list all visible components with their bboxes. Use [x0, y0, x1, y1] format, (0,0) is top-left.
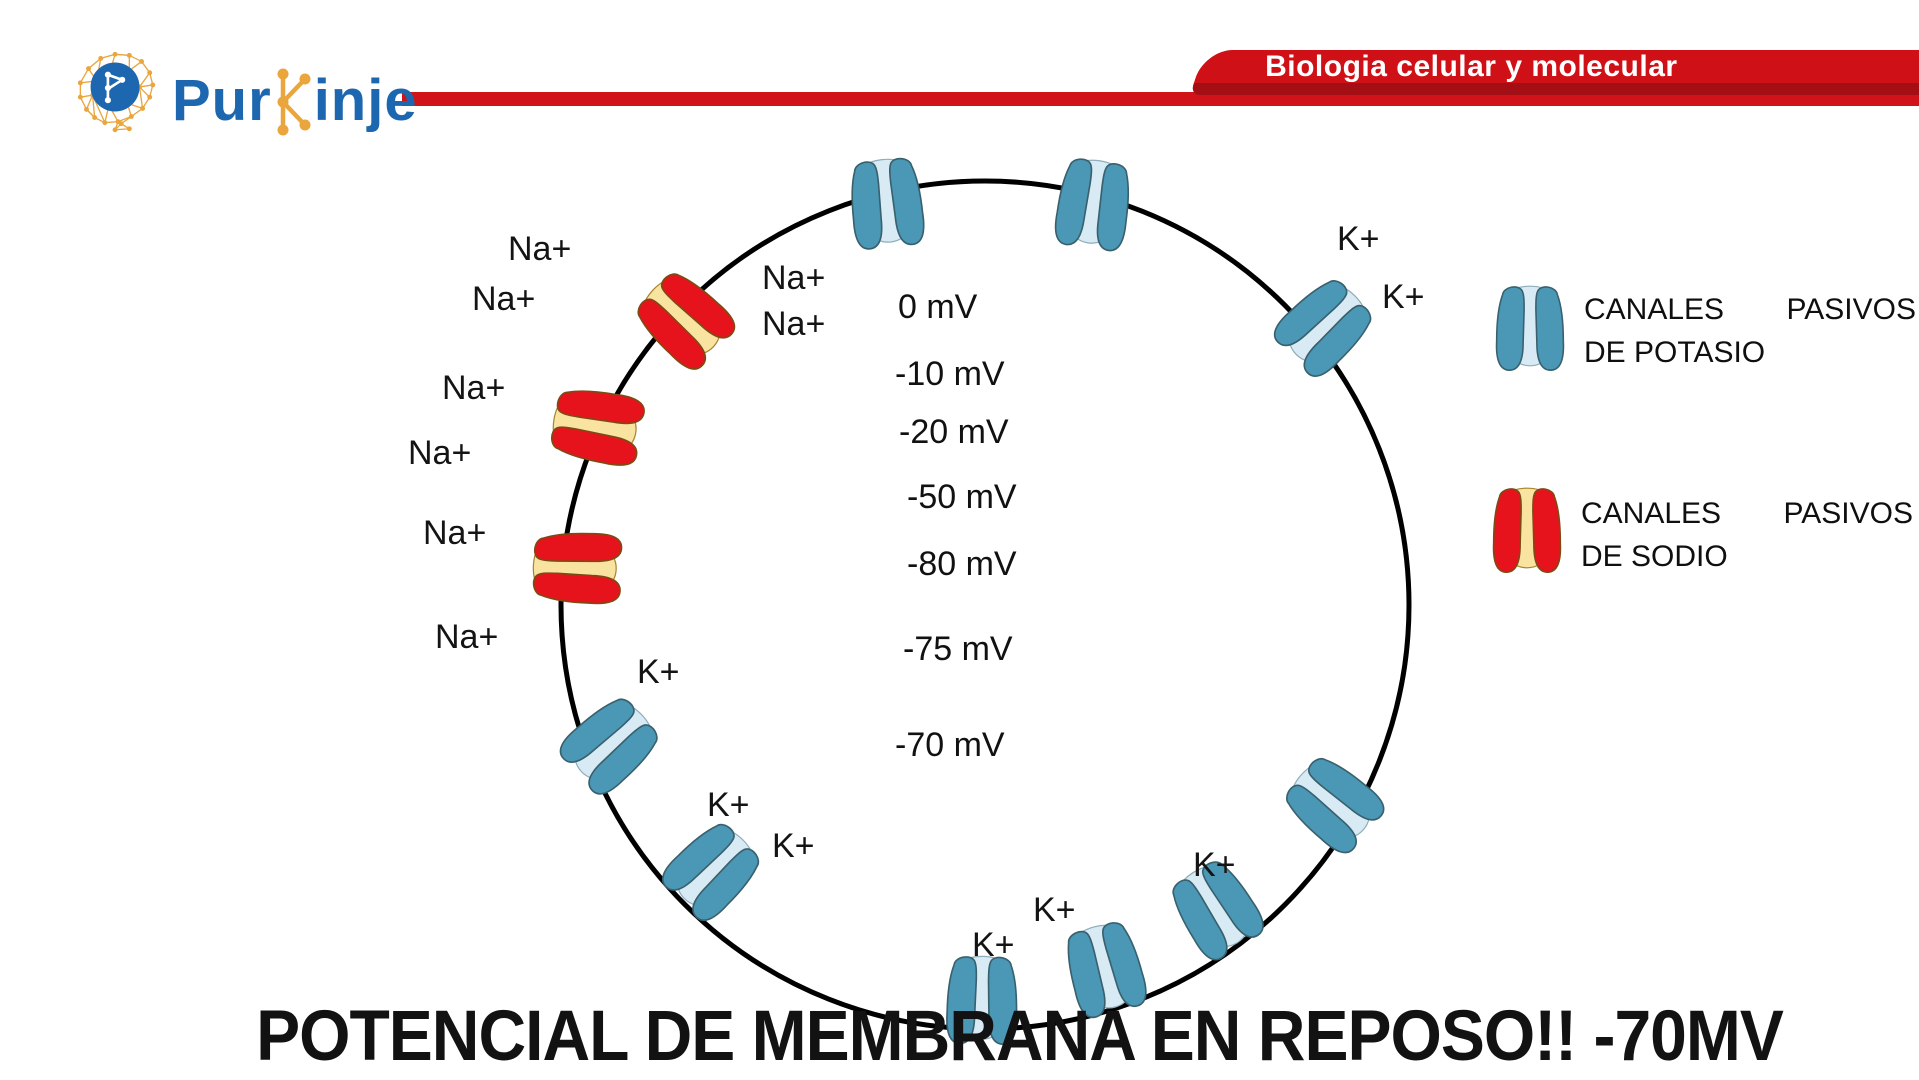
- legend-word: CANALES: [1581, 497, 1722, 530]
- potassium-channel-glyph: [1273, 280, 1372, 377]
- sodium-ion-label: Na+: [408, 434, 472, 472]
- sodium-channel-glyph: [550, 390, 645, 466]
- potassium-channel: [543, 682, 674, 811]
- brand-wordmark: Pur inje: [172, 64, 418, 136]
- mv-scale-label: -80 mV: [907, 545, 1017, 583]
- legend-word: DE SODIO: [1581, 540, 1728, 573]
- brand-k-icon: [277, 68, 311, 136]
- potassium-ion-label: K+: [1033, 891, 1076, 929]
- sodium-ion-label: Na+: [762, 259, 826, 297]
- potassium-ion-label: K+: [707, 786, 750, 824]
- header-red-bar: [402, 92, 1919, 106]
- mv-scale-label: -75 mV: [903, 630, 1013, 668]
- sodium-ion-label: Na+: [472, 280, 536, 318]
- sodium-channel: [622, 257, 753, 387]
- legend-word: CANALES: [1584, 293, 1725, 326]
- potassium-ion-label: K+: [972, 926, 1015, 964]
- potassium-channel: [1257, 264, 1387, 394]
- mv-scale-label: -50 mV: [907, 478, 1017, 516]
- sodium-ion-label: Na+: [508, 230, 572, 268]
- potassium-channel-glyph: [1172, 861, 1264, 961]
- sodium-ion-label: Na+: [762, 305, 826, 343]
- mv-scale-label: -10 mV: [895, 355, 1005, 393]
- potassium-channel: [1053, 912, 1159, 1032]
- sodium-ion-label: Na+: [442, 369, 506, 407]
- potassium-channel-glyph: [946, 955, 1018, 1045]
- potassium-channel-glyph: [662, 823, 760, 921]
- sodium-channel: [543, 378, 658, 476]
- potassium-channel-glyph: [1054, 158, 1130, 252]
- sodium-ion-label: Na+: [423, 514, 487, 552]
- brand-text-post: inje: [313, 67, 418, 133]
- sodium-channel: [528, 525, 633, 611]
- legend-word: DE POTASIO: [1584, 336, 1766, 369]
- legend-label: CANALES PASIVOS DE POTASIO: [1584, 288, 1916, 380]
- sodium-channel-glyph: [1492, 487, 1562, 573]
- mv-scale-label: -70 mV: [895, 726, 1005, 764]
- potassium-channel-glyph: [1495, 285, 1565, 371]
- legend-label: CANALES PASIVOS DE SODIO: [1581, 492, 1913, 582]
- potassium-ion-label: K+: [637, 653, 680, 691]
- sodium-channel-glyph: [532, 532, 623, 605]
- legend-item-sodium: CANALES PASIVOS DE SODIO: [1487, 484, 1913, 582]
- sodium-ion-label: Na+: [435, 618, 499, 656]
- legend-word: PASIVOS: [1783, 497, 1914, 530]
- potassium-channel: [645, 808, 775, 938]
- purkinje-logo: Pur inje: [62, 42, 418, 136]
- legend-word: PASIVOS: [1786, 293, 1917, 326]
- brain-network-icon: [77, 51, 156, 133]
- potassium-ion-label: K+: [1337, 220, 1380, 258]
- mv-scale-label: 0 mV: [898, 288, 978, 326]
- sodium-channel-icon: [1487, 484, 1567, 582]
- potassium-channel: [841, 151, 933, 261]
- potassium-ion-label: K+: [772, 827, 815, 865]
- potassium-ion-label: K+: [1193, 846, 1236, 884]
- potassium-ion-label: K+: [1382, 278, 1425, 316]
- mv-scale-label: -20 mV: [899, 413, 1009, 451]
- potassium-channel: [1271, 742, 1402, 870]
- sodium-channel-glyph: [637, 273, 736, 370]
- legend-item-potassium: CANALES PASIVOS DE POTASIO: [1490, 282, 1916, 380]
- potassium-channel-glyph: [851, 157, 925, 250]
- potassium-channel-glyph: [1067, 922, 1147, 1019]
- potassium-channel: [940, 951, 1024, 1054]
- potassium-channel-glyph: [1285, 758, 1385, 854]
- potassium-channel-icon: [1490, 282, 1570, 380]
- potassium-channel: [1045, 151, 1140, 263]
- slide-title: POTENCIAL DE MEMBRANA EN REPOSO!! -70MV: [256, 995, 1784, 1075]
- brand-text-pre: Pur: [172, 67, 272, 133]
- potassium-channel: [1156, 847, 1280, 977]
- potassium-channel-glyph: [559, 698, 658, 795]
